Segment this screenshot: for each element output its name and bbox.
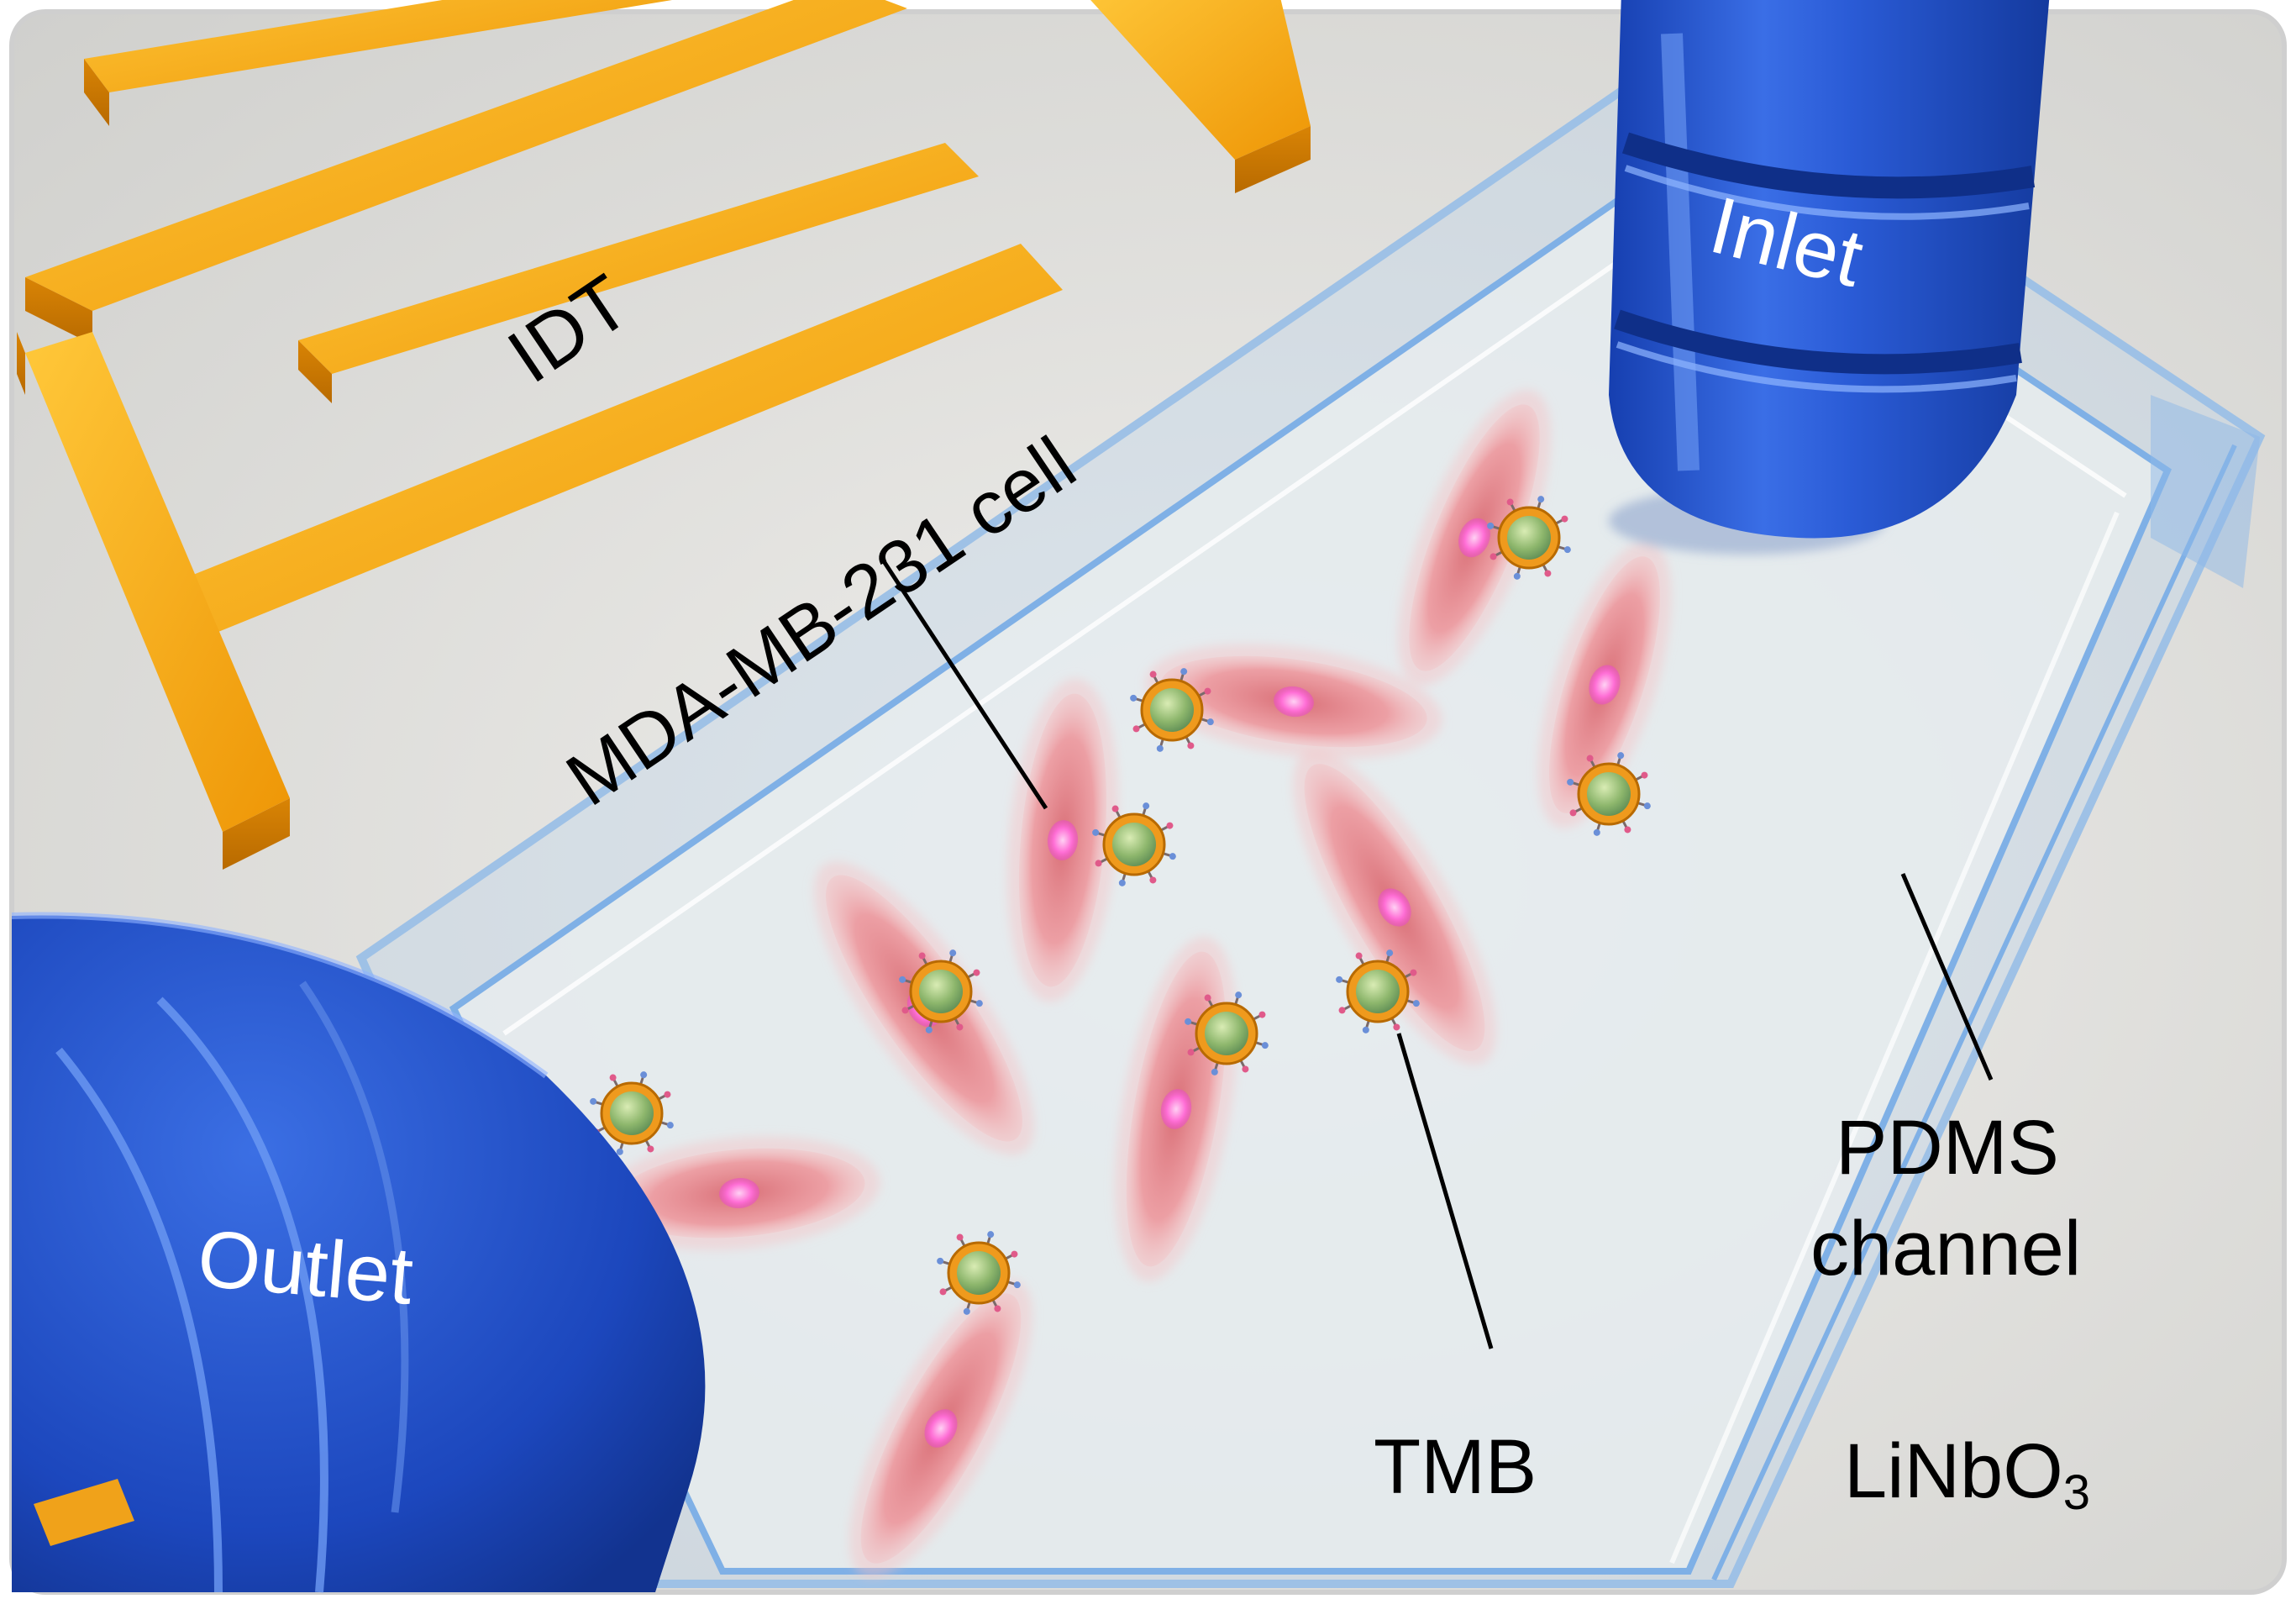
cell (849, 1279, 1032, 1578)
tmb-particle (1336, 949, 1420, 1033)
tmb-particle (1567, 752, 1651, 836)
tmb-particles (590, 496, 1651, 1315)
pdms-label: PDMS (1836, 1105, 2059, 1191)
tmb-particle (590, 1071, 674, 1155)
tmb-particle (1487, 496, 1571, 580)
cell-nucleus (1378, 888, 1411, 927)
tmb-particle (937, 1231, 1021, 1315)
tmb-leader-line (1396, 1033, 1494, 1349)
tmb-particle (899, 949, 983, 1033)
cell (1398, 390, 1551, 686)
leader-lines (880, 557, 1994, 1349)
linbo3-label-main: LiNbO (1844, 1428, 2063, 1514)
cell (1145, 644, 1442, 760)
cell-nucleus (1458, 518, 1490, 558)
pdms-leader-line (1900, 873, 1994, 1081)
cell-nucleus (1047, 820, 1079, 860)
outlet-tube (11, 912, 706, 1593)
linbo3-label-subscript: 3 (2062, 1465, 2091, 1520)
cell (1293, 749, 1496, 1065)
tmb-particle (1130, 668, 1214, 752)
cell-nucleus (1160, 1089, 1192, 1129)
mda-mb-231-cells (598, 390, 1672, 1578)
inlet-tube (1609, 0, 2050, 555)
cell-nucleus (1274, 686, 1314, 718)
cell-nucleus (719, 1177, 759, 1209)
cell (598, 1136, 880, 1250)
cell (1537, 541, 1672, 828)
linbo3-label: LiNbO3 (1844, 1433, 2090, 1517)
outlet-label: Outlet (194, 1213, 417, 1322)
cell (1007, 678, 1118, 1002)
tmb-particle (1185, 991, 1269, 1075)
tmb-particle (1092, 802, 1176, 886)
cell-nucleus (924, 1409, 958, 1448)
cell-nucleus (1589, 665, 1621, 705)
idt-electrodes (17, 0, 1311, 870)
tmb-label: TMB (1374, 1424, 1537, 1510)
cell-leader-line (880, 557, 1048, 810)
channel-label: channel (1810, 1206, 2082, 1291)
